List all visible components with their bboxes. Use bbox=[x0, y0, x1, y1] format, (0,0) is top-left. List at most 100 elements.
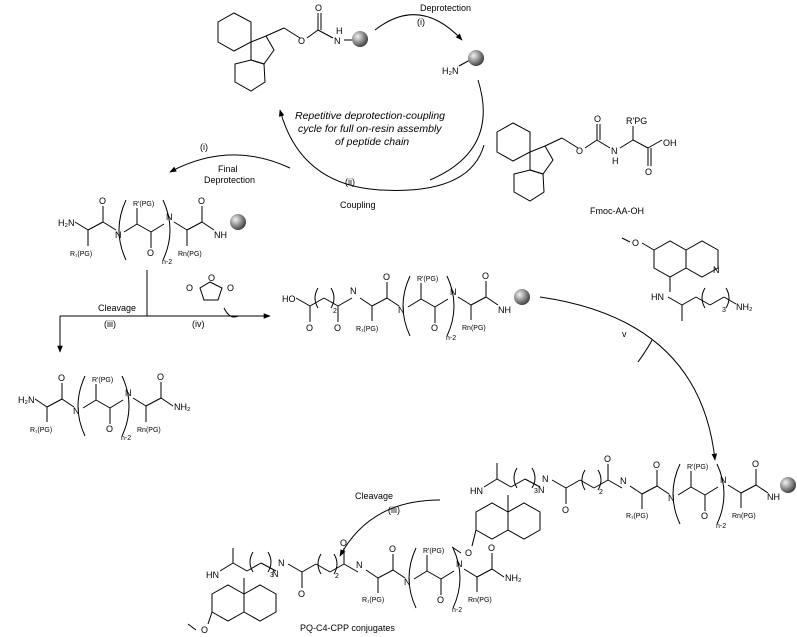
n-2-label: n-2 bbox=[452, 607, 462, 614]
atom-n: N bbox=[456, 559, 463, 569]
atom-h2n: H₂N bbox=[18, 395, 35, 405]
atom-o: O bbox=[752, 459, 759, 469]
cleavage-arrow-2 bbox=[339, 499, 441, 557]
atom-n: N bbox=[115, 230, 122, 240]
rn-pg-label: Rn(PG) bbox=[732, 513, 756, 520]
pq-c4-cpp-label: PQ-C4-CPP conjugates bbox=[300, 623, 395, 633]
r-pg-label: R'PG bbox=[626, 116, 647, 126]
deprotection-label: Deprotection bbox=[420, 3, 471, 13]
atom-h2n: H₂N bbox=[58, 218, 75, 228]
atom-o: O bbox=[389, 544, 396, 554]
n-2-label: n-2 bbox=[162, 259, 172, 266]
atom-o: O bbox=[147, 248, 154, 258]
fmoc-resin-compound: O O N H bbox=[217, 3, 368, 92]
r-pg-label: R'(PG) bbox=[423, 548, 444, 555]
peptide-resin-compound: H₂N R₁(PG) O N R'(PG) O n-2 N Rn(PG) O N… bbox=[58, 196, 246, 266]
atom-n: N bbox=[350, 286, 357, 296]
sub-3-label: 3 bbox=[534, 488, 538, 495]
atom-n: N bbox=[450, 287, 457, 297]
atom-o: O bbox=[201, 625, 208, 635]
atom-o: O bbox=[465, 548, 472, 558]
atom-o: O bbox=[632, 238, 639, 248]
succinic-anhydride: O O O bbox=[186, 273, 234, 301]
atom-nh: NH bbox=[214, 230, 227, 240]
step-i-left-label: (i) bbox=[200, 142, 208, 152]
r1-pg-label: R₁(PG) bbox=[30, 427, 52, 434]
atom-n: N bbox=[611, 146, 618, 156]
cycle-text-line2: cycle for full on-resin assembly bbox=[298, 123, 442, 135]
rn-pg-label: Rn(PG) bbox=[468, 597, 492, 604]
atom-nh2: NH₂ bbox=[505, 573, 522, 583]
cleavage-1-label: Cleavage bbox=[98, 303, 136, 313]
atom-o: O bbox=[482, 271, 489, 281]
deprotection-arrow bbox=[374, 14, 463, 41]
anhydride-hook bbox=[223, 307, 239, 318]
step-i-label: (i) bbox=[417, 17, 425, 27]
n-2-label: n-2 bbox=[716, 523, 726, 530]
resin-bead-icon bbox=[230, 214, 246, 230]
resin-bead-icon bbox=[352, 31, 368, 47]
atom-o: O bbox=[488, 543, 495, 553]
atom-n: N bbox=[125, 388, 132, 398]
atom-n: N bbox=[398, 305, 405, 315]
sub-2-label: 2 bbox=[335, 573, 339, 580]
step-v-arrow bbox=[539, 296, 718, 461]
atom-h2n: H₂N bbox=[442, 66, 459, 76]
fmoc-aa-oh-compound: O O N H R'PG O OH bbox=[496, 114, 677, 202]
atom-n: N bbox=[272, 569, 279, 579]
r-pg-label: R'(PG) bbox=[133, 201, 154, 208]
resin-bead-icon bbox=[514, 289, 530, 305]
pq-peptide-resin: N O HN 3 N O 2 O N R₁(PG) O N bbox=[451, 454, 796, 558]
sub-3-label: 3 bbox=[270, 572, 274, 579]
atom-o: O bbox=[334, 323, 341, 333]
fmoc-aa-oh-label: Fmoc-AA-OH bbox=[590, 206, 644, 216]
atom-o: O bbox=[340, 538, 347, 548]
atom-n: N bbox=[720, 475, 727, 485]
cycle-text-line1: Repetitive deprotection-coupling bbox=[295, 110, 445, 122]
atom-o: O bbox=[106, 424, 113, 434]
succinyl-peptide-resin: HO O 2 O N R₁(PG) O N R'(PG) O n-2 N Rn(… bbox=[282, 271, 530, 342]
atom-o: O bbox=[431, 323, 438, 333]
atom-n: N bbox=[542, 474, 549, 484]
step-iii-2-label: (iii) bbox=[388, 505, 400, 515]
atom-o: O bbox=[437, 595, 444, 605]
atom-o: O bbox=[594, 114, 601, 124]
atom-o: O bbox=[298, 589, 305, 599]
atom-o: O bbox=[186, 283, 193, 293]
atom-n: N bbox=[404, 577, 411, 587]
n-2-label: n-2 bbox=[446, 335, 456, 342]
atom-n: N bbox=[668, 493, 675, 503]
r1-pg-label: R₁(PG) bbox=[362, 597, 384, 604]
reagent-hook bbox=[637, 339, 653, 363]
resin-bead-icon bbox=[468, 50, 484, 66]
atom-hn: HN bbox=[470, 486, 483, 496]
atom-oh: OH bbox=[663, 138, 677, 148]
atom-o: O bbox=[315, 3, 322, 13]
atom-n: N bbox=[166, 212, 173, 222]
rn-pg-label: Rn(PG) bbox=[178, 251, 202, 258]
cycle-text-line3: of peptide chain bbox=[335, 136, 409, 148]
atom-ho: HO bbox=[282, 294, 296, 304]
coupling-label: Coupling bbox=[340, 200, 376, 210]
amine-resin-compound: H₂N bbox=[442, 50, 484, 76]
atom-o: O bbox=[198, 196, 205, 206]
atom-o: O bbox=[701, 511, 708, 521]
rn-pg-label: Rn(PG) bbox=[137, 427, 161, 434]
atom-h: H bbox=[612, 156, 619, 166]
r1-pg-label: R₁(PG) bbox=[356, 326, 378, 333]
step-ii-label: (ii) bbox=[345, 177, 355, 187]
rn-pg-label: Rn(PG) bbox=[462, 325, 486, 332]
atom-n: N bbox=[713, 265, 720, 275]
final-label: Final bbox=[218, 164, 238, 174]
r1-pg-label: R₁(PG) bbox=[626, 513, 648, 520]
coupling-arrow bbox=[278, 109, 485, 191]
cleavage-2-label: Cleavage bbox=[355, 491, 393, 501]
step-v-label: v bbox=[622, 329, 627, 339]
atom-o: O bbox=[99, 196, 106, 206]
atom-o: O bbox=[645, 167, 652, 177]
atom-nh2: NH₂ bbox=[174, 402, 191, 412]
atom-o: O bbox=[576, 146, 583, 156]
atom-o: O bbox=[383, 272, 390, 282]
deprotection-left-label: Deprotection bbox=[204, 175, 255, 185]
n-2-label: n-2 bbox=[121, 435, 131, 442]
